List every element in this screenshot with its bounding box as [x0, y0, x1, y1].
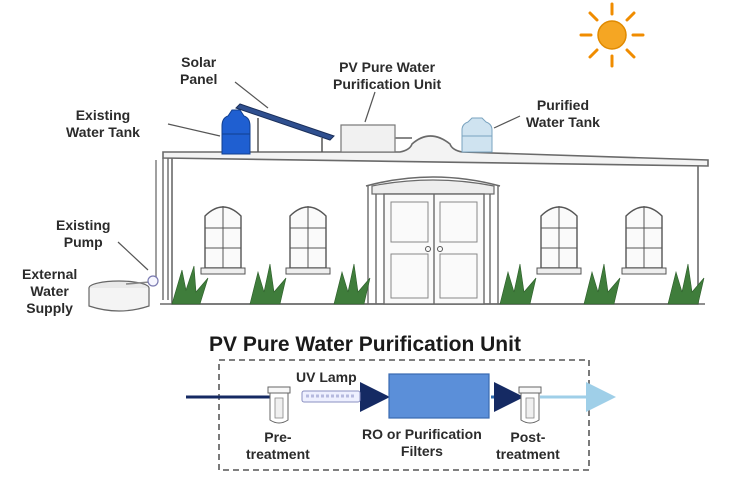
window-2	[285, 206, 331, 275]
leader-lines	[117, 81, 521, 271]
house-roof	[162, 135, 709, 167]
label-posttreatment: Post- treatment	[496, 429, 560, 462]
label-purified-water-tank: Purified Water Tank	[526, 97, 600, 130]
process-box	[218, 359, 590, 471]
pv-unit-box	[340, 124, 396, 153]
pump-icon	[147, 275, 159, 287]
label-uv-lamp: UV Lamp	[296, 369, 357, 385]
plants	[171, 263, 705, 305]
label-ro-filters: RO or Purification Filters	[362, 426, 482, 459]
label-pv-unit: PV Pure Water Purification Unit	[333, 59, 442, 92]
solar-panel-icon	[235, 103, 335, 152]
label-existing-pump: Existing Pump	[56, 217, 111, 250]
window-1	[200, 206, 246, 275]
purified-water-tank	[461, 117, 493, 153]
existing-water-tank	[221, 109, 251, 155]
pretreatment-filter-icon	[267, 386, 291, 424]
label-solar-panel: Solar Panel	[180, 54, 218, 87]
posttreatment-filter-icon	[518, 386, 542, 424]
uv-lamp-icon	[301, 390, 361, 403]
external-water-supply-basin	[88, 280, 151, 312]
label-pretreatment: Pre- treatment	[246, 429, 310, 462]
ro-filter-box	[388, 373, 490, 419]
window-3	[536, 206, 582, 275]
door	[365, 176, 501, 305]
process-title: PV Pure Water Purification Unit	[209, 333, 521, 356]
sun-icon	[579, 2, 645, 68]
label-existing-water-tank: Existing Water Tank	[66, 107, 140, 140]
window-4	[621, 206, 667, 275]
label-external-water-supply: External Water Supply	[22, 266, 78, 316]
